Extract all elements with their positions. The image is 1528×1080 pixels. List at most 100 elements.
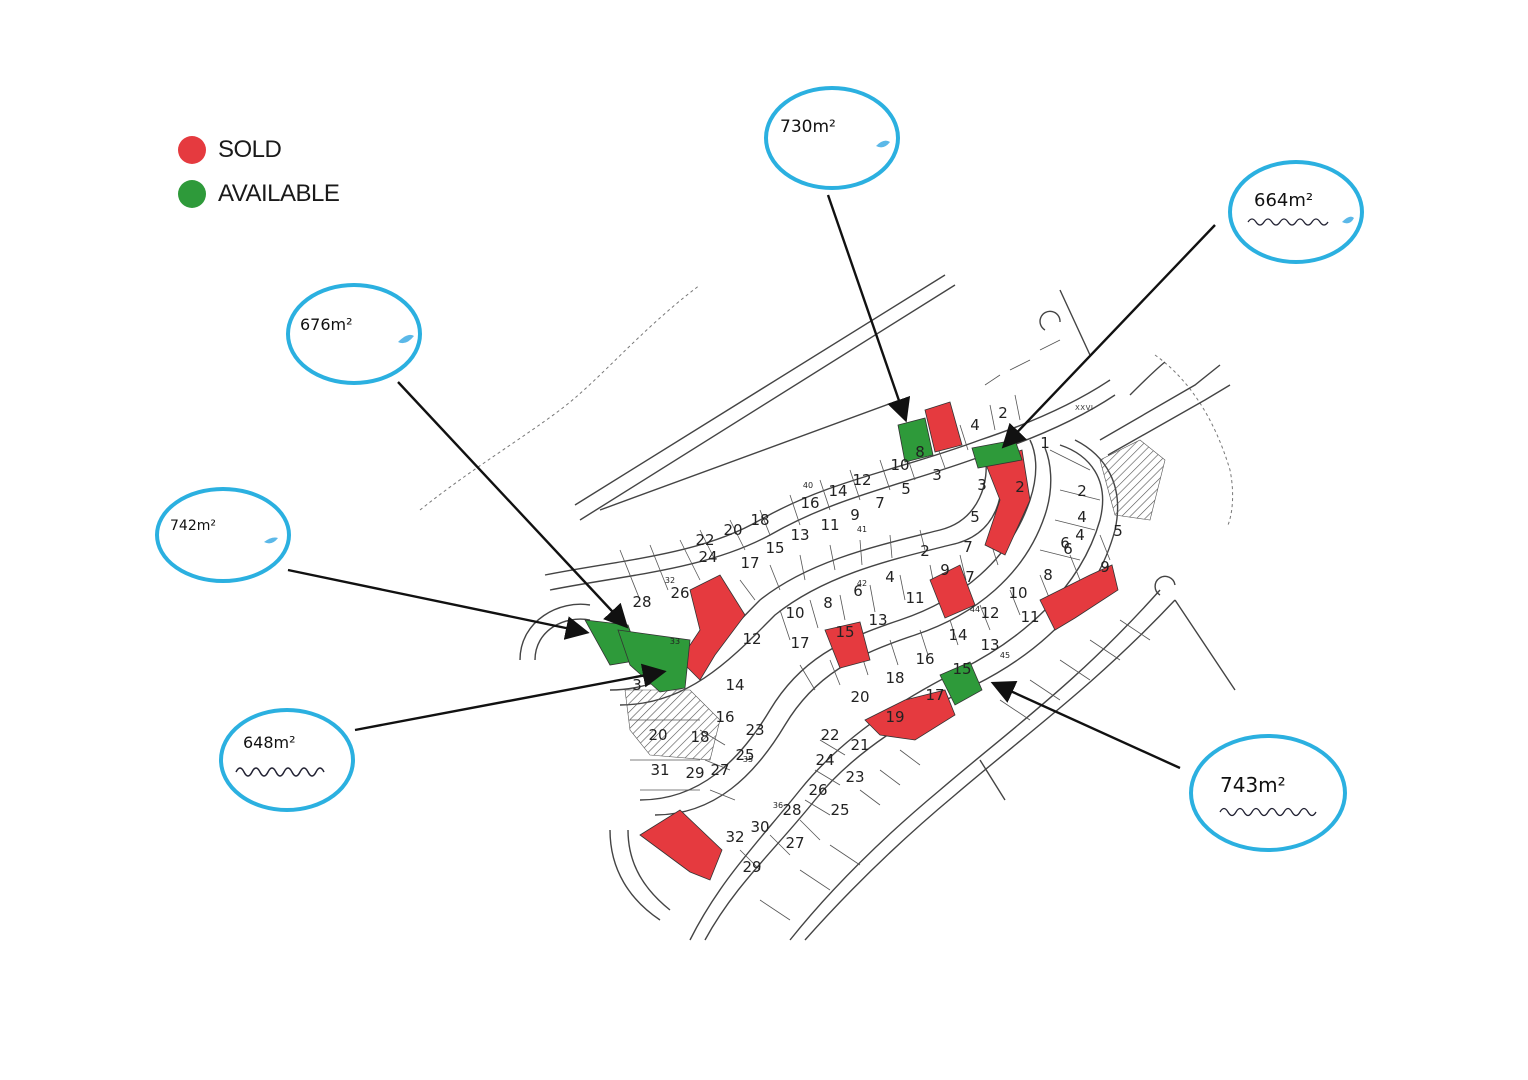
lot-number: 23 — [845, 768, 864, 786]
lot-number: 22 — [695, 531, 714, 549]
lot-number: 3 — [932, 466, 942, 484]
lot-number: 6 — [1063, 540, 1073, 558]
lot-number: 25 — [830, 801, 849, 819]
callout-ellipse-730 — [764, 86, 900, 190]
lot-number-small: 41 — [857, 525, 867, 534]
lot-number: 16 — [915, 650, 934, 668]
lot-number: 18 — [690, 728, 709, 746]
lot-number: 10 — [1008, 584, 1027, 602]
drop-mark-742 — [264, 537, 278, 544]
arrow-648 — [354, 663, 667, 732]
lot-number: 14 — [948, 626, 967, 644]
lot-number: 3 — [632, 676, 642, 694]
lot-number: 8 — [823, 594, 833, 612]
lot-number: 9 — [940, 561, 950, 579]
lot-number: 4 — [1075, 526, 1085, 544]
available-lots — [584, 417, 1023, 706]
lot-number: 12 — [980, 604, 999, 622]
callout-area-664: 664m² — [1254, 190, 1313, 211]
lot-number: 16 — [715, 708, 734, 726]
lot-number: 20 — [850, 688, 869, 706]
signature-scribble-648 — [235, 767, 325, 777]
lot-number: 9 — [850, 506, 860, 524]
lot-number-small: 33 — [670, 637, 680, 646]
callout-labels: 730m² 664m² 676m² 742m² 648m² 743m² — [170, 117, 1354, 817]
lot-number: 10 — [890, 456, 909, 474]
arrow-742 — [287, 568, 590, 640]
lot-number: 3 — [977, 476, 987, 494]
lot-number: 12 — [742, 630, 761, 648]
lot-number: 13 — [868, 611, 887, 629]
lot-number: 21 — [850, 736, 869, 754]
lot-number: 5 — [901, 480, 911, 498]
lot-number: 22 — [820, 726, 839, 744]
sold-dot-icon — [178, 136, 206, 164]
callout-area-743: 743m² — [1220, 773, 1286, 797]
lot-number-small: 35 — [743, 755, 753, 764]
lot-number: 8 — [1043, 566, 1053, 584]
lot-number: 25 — [735, 746, 754, 764]
lot-number: 17 — [740, 554, 759, 572]
lot-number: 27 — [785, 834, 804, 852]
lot-number: 15 — [765, 539, 784, 557]
lot-number: 6 — [1060, 534, 1070, 552]
callout-ellipse-664 — [1228, 160, 1364, 264]
lot-number: 19 — [885, 708, 904, 726]
legend-label-available: AVAILABLE — [218, 180, 340, 207]
drop-mark-730 — [876, 140, 890, 148]
lot-number: 13 — [980, 636, 999, 654]
lot-number: 24 — [815, 751, 834, 769]
lot-number: 13 — [790, 526, 809, 544]
drop-mark-664 — [1342, 216, 1354, 224]
lot-number: 6 — [853, 582, 863, 600]
contour-lines — [419, 284, 1234, 526]
lot-number: 11 — [1020, 608, 1039, 626]
lot-number: 11 — [905, 589, 924, 607]
lot-number-small: 45 — [1000, 651, 1010, 660]
lot-number: 14 — [725, 676, 744, 694]
lot-number-small: 36 — [773, 801, 783, 810]
callout-area-742: 742m² — [170, 518, 216, 534]
lot-number: 15 — [835, 623, 854, 641]
lot-number: 17 — [790, 634, 809, 652]
callout-area-730: 730m² — [780, 117, 836, 137]
arrow-664 — [1001, 224, 1216, 449]
lot-number: 23 — [745, 721, 764, 739]
lot-number-small: 44 — [970, 605, 980, 614]
lot-number: 18 — [885, 669, 904, 687]
lot-number: 27 — [710, 761, 729, 779]
lot-number: 24 — [698, 548, 717, 566]
lot-number: 2 — [1077, 482, 1087, 500]
lot-number: 11 — [820, 516, 839, 534]
lot-number: 7 — [963, 538, 973, 556]
lot-number: 29 — [742, 858, 761, 876]
road-label-xxvi: XXVI — [1075, 404, 1093, 412]
callout-ellipse-742 — [155, 487, 291, 583]
lot-number: 4 — [885, 568, 895, 586]
lot-number: 31 — [650, 761, 669, 779]
lot-number: 28 — [632, 593, 651, 611]
lot-number: 7 — [965, 568, 975, 586]
lot-number: 9 — [1100, 558, 1110, 576]
map-legend: SOLD AVAILABLE — [178, 128, 340, 216]
lot-number: 2 — [998, 404, 1008, 422]
sold-lots — [639, 401, 1119, 881]
callout-ellipse-743 — [1189, 734, 1347, 852]
lot-number: 20 — [723, 521, 742, 539]
lot-number: 30 — [750, 818, 769, 836]
lot-number: 29 — [685, 764, 704, 782]
lot-number-small: 40 — [803, 481, 813, 490]
legend-item-sold: SOLD — [178, 128, 339, 172]
lot-number: 14 — [828, 482, 847, 500]
lot-number: 2 — [920, 542, 930, 560]
lot-number: 28 — [782, 801, 801, 819]
lot-number: 15 — [952, 660, 971, 678]
lot-number: 5 — [970, 508, 980, 526]
arrow-743 — [990, 681, 1181, 770]
callout-area-648: 648m² — [243, 733, 296, 752]
roads — [519, 274, 1236, 941]
signature-scribble-743 — [1219, 807, 1317, 817]
lot-number: 20 — [648, 726, 667, 744]
callout-area-676: 676m² — [300, 315, 353, 334]
